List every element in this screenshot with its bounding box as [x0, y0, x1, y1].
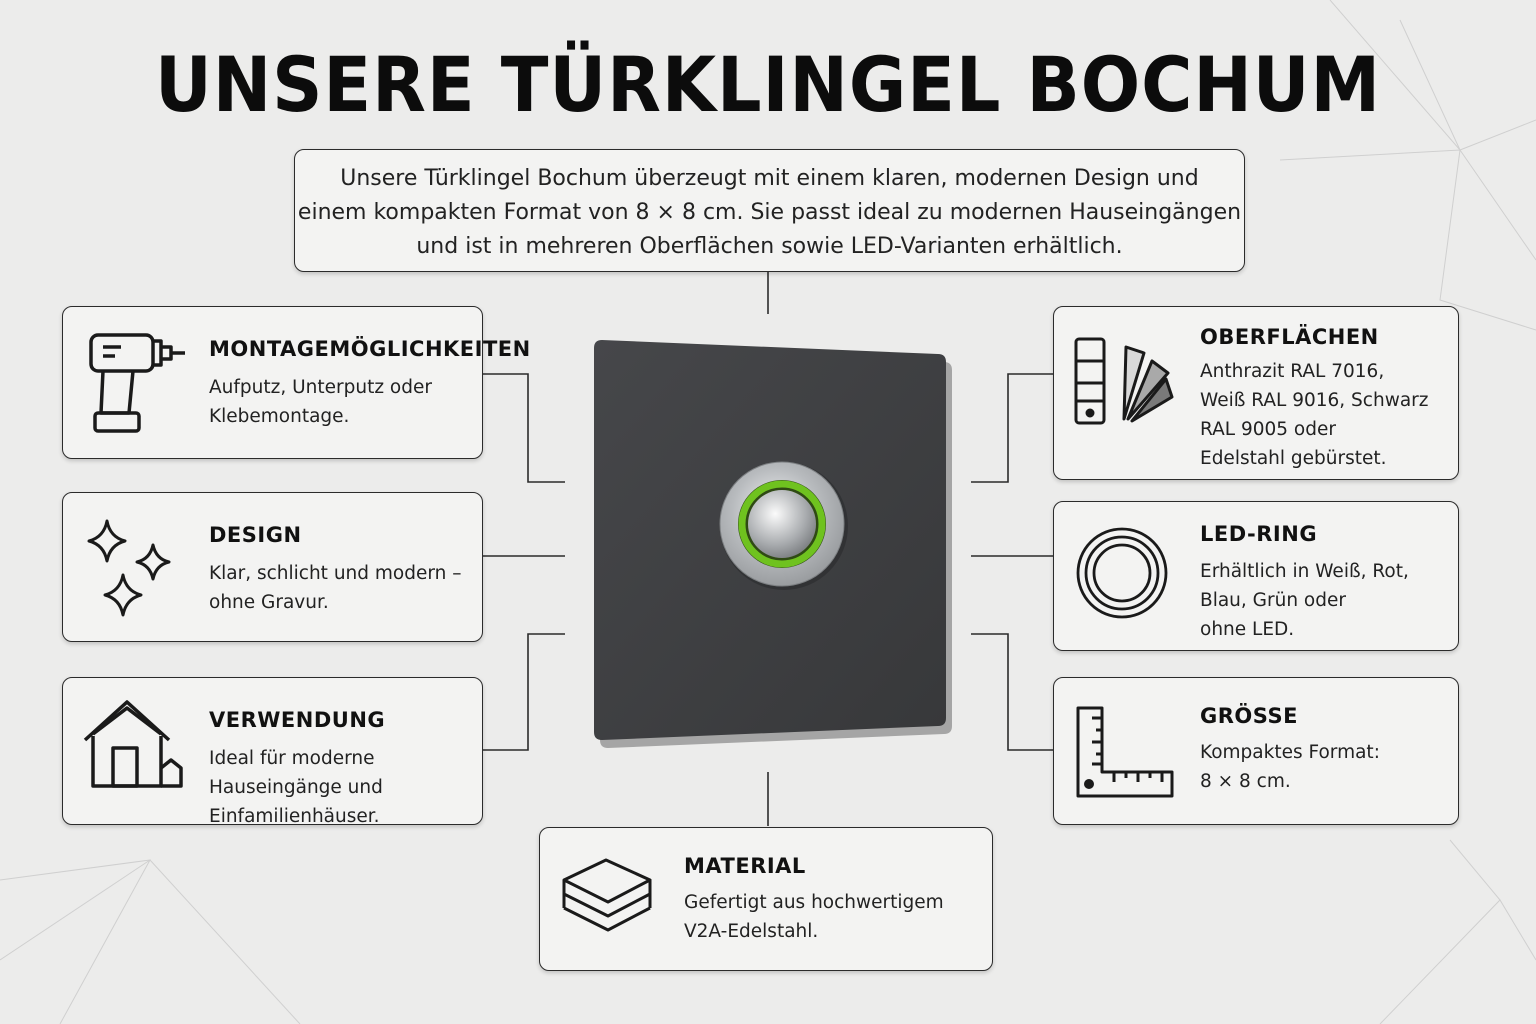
card-design-line: Klar, schlicht und modern – [209, 563, 462, 584]
ruler-icon [1076, 706, 1174, 798]
card-groesse-line: Kompaktes Format: [1200, 742, 1380, 763]
card-ledring-line: ohne LED. [1200, 619, 1295, 640]
drill-icon [89, 333, 185, 433]
card-ledring-line: Erhältlich in Weiß, Rot, [1200, 561, 1409, 582]
card-montage: MONTAGEMÖGLICHKEITEN Aufputz, Unterputz … [62, 306, 530, 459]
card-verwendung-line: Ideal für moderne [209, 748, 375, 769]
card-oberflaechen-text: Anthrazit RAL 7016, Weiß RAL 9016, Schwa… [1200, 357, 1428, 473]
card-verwendung: VERWENDUNG Ideal für moderne Hauseingäng… [62, 677, 483, 827]
card-design-title: DESIGN [209, 523, 302, 547]
card-montage-text: Aufputz, Unterputz oder Klebemontage. [209, 373, 432, 431]
house-icon [83, 700, 183, 788]
card-groesse: GRÖSSE Kompaktes Format: 8 × 8 cm. [1053, 677, 1459, 825]
card-montage-title: MONTAGEMÖGLICHKEITEN [209, 337, 531, 361]
intro-line-1: Unsere Türklingel Bochum überzeugt mit e… [340, 166, 1199, 191]
intro-line-3: und ist in mehreren Oberflächen sowie LE… [416, 234, 1123, 259]
intro-box: Unsere Türklingel Bochum überzeugt mit e… [294, 149, 1245, 272]
card-ledring-title: LED-RING [1200, 522, 1318, 546]
card-material-text: Gefertigt aus hochwertigem V2A-Edelstahl… [684, 888, 944, 946]
sparkles-icon [87, 519, 171, 617]
card-groesse-text: Kompaktes Format: 8 × 8 cm. [1200, 738, 1380, 796]
card-oberflaechen: OBERFLÄCHEN Anthrazit RAL 7016, Weiß RAL… [1053, 306, 1459, 480]
card-design-text: Klar, schlicht und modern – ohne Gravur. [209, 559, 462, 617]
ring-icon [1076, 527, 1168, 619]
layers-icon [562, 858, 652, 932]
intro-line-2: einem kompakten Format von 8 × 8 cm. Sie… [297, 200, 1242, 225]
card-material-title: MATERIAL [684, 854, 806, 878]
card-verwendung-line: Hauseingänge und [209, 777, 383, 798]
card-material-line: V2A-Edelstahl. [684, 921, 819, 942]
card-oberflaechen-line: Anthrazit RAL 7016, [1200, 361, 1385, 382]
card-oberflaechen-title: OBERFLÄCHEN [1200, 325, 1379, 349]
card-ledring-text: Erhältlich in Weiß, Rot, Blau, Grün oder… [1200, 557, 1409, 644]
card-material-line: Gefertigt aus hochwertigem [684, 892, 944, 913]
card-oberflaechen-line: RAL 9005 oder [1200, 419, 1336, 440]
card-material: MATERIAL Gefertigt aus hochwertigem V2A-… [539, 827, 993, 971]
card-montage-line: Klebemontage. [209, 406, 350, 427]
card-design: DESIGN Klar, schlicht und modern – ohne … [62, 492, 483, 642]
card-verwendung-title: VERWENDUNG [209, 708, 386, 732]
card-verwendung-text: Ideal für moderne Hauseingänge und Einfa… [209, 744, 383, 831]
card-montage-line: Aufputz, Unterputz oder [209, 377, 432, 398]
card-groesse-title: GRÖSSE [1200, 704, 1298, 728]
page-title: UNSERE TÜRKLINGEL BOCHUM [155, 40, 1381, 129]
card-ledring-line: Blau, Grün oder [1200, 590, 1346, 611]
doorbell-product-image [594, 340, 952, 748]
card-verwendung-line: Einfamilienhäuser. [209, 806, 380, 827]
card-oberflaechen-line: Weiß RAL 9016, Schwarz [1200, 390, 1429, 411]
card-ledring: LED-RING Erhältlich in Weiß, Rot, Blau, … [1053, 501, 1459, 651]
card-design-line: ohne Gravur. [209, 592, 329, 613]
card-oberflaechen-line: Edelstahl gebürstet. [1200, 448, 1387, 469]
color-swatch-icon [1074, 337, 1174, 425]
card-groesse-line: 8 × 8 cm. [1200, 771, 1291, 792]
